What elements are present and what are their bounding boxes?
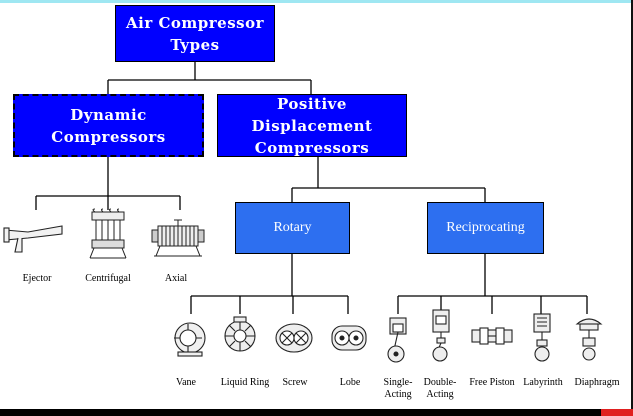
label-centrifugal: Centrifugal [85, 273, 131, 284]
label-ejector: Ejector [22, 273, 52, 284]
bottom-red-accent [601, 409, 633, 416]
single-acting-icon [387, 317, 407, 363]
label-liquid-ring: Liquid Ring [220, 377, 270, 388]
label-axial: Axial [164, 273, 188, 284]
label-screw: Screw [282, 377, 308, 388]
node-reciprocating-label: Reciprocating [446, 220, 525, 235]
label-double-acting: Double- Acting [423, 377, 457, 400]
label-labyrinth: Labyrinth [523, 377, 563, 388]
node-air-compressor-types-label: Air Compressor Types [125, 13, 264, 54]
label-lobe: Lobe [339, 377, 361, 388]
node-dynamic-compressors: Dynamic Compressors [13, 94, 204, 157]
centrifugal-icon [89, 208, 127, 259]
node-rotary-label: Rotary [273, 220, 312, 235]
diaphragm-icon [575, 318, 603, 361]
axial-icon [151, 219, 205, 257]
node-dynamic-compressors-label: Dynamic Compressors [51, 105, 166, 146]
liquid-ring-icon [224, 316, 256, 352]
label-vane: Vane [176, 377, 196, 388]
ejector-icon [3, 225, 63, 253]
label-diaphragm: Diaphragm [574, 377, 620, 388]
label-free-piston: Free Piston [469, 377, 515, 388]
top-accent-strip [0, 0, 633, 3]
vane-icon [174, 322, 206, 357]
screw-icon [275, 323, 313, 353]
node-air-compressor-types: Air Compressor Types [115, 5, 275, 62]
bottom-frame-bar [0, 409, 633, 416]
lobe-icon [331, 325, 367, 351]
node-positive-displacement-compressors: Positive Displacement Compressors [217, 94, 407, 157]
double-acting-icon [432, 309, 450, 362]
node-reciprocating: Reciprocating [427, 202, 544, 254]
free-piston-icon [471, 327, 513, 345]
node-positive-displacement-label: Positive Displacement Compressors [251, 94, 373, 157]
labyrinth-icon [533, 313, 551, 362]
node-rotary: Rotary [235, 202, 350, 254]
right-frame-edge [631, 0, 633, 409]
label-single-acting: Single- Acting [383, 377, 413, 400]
